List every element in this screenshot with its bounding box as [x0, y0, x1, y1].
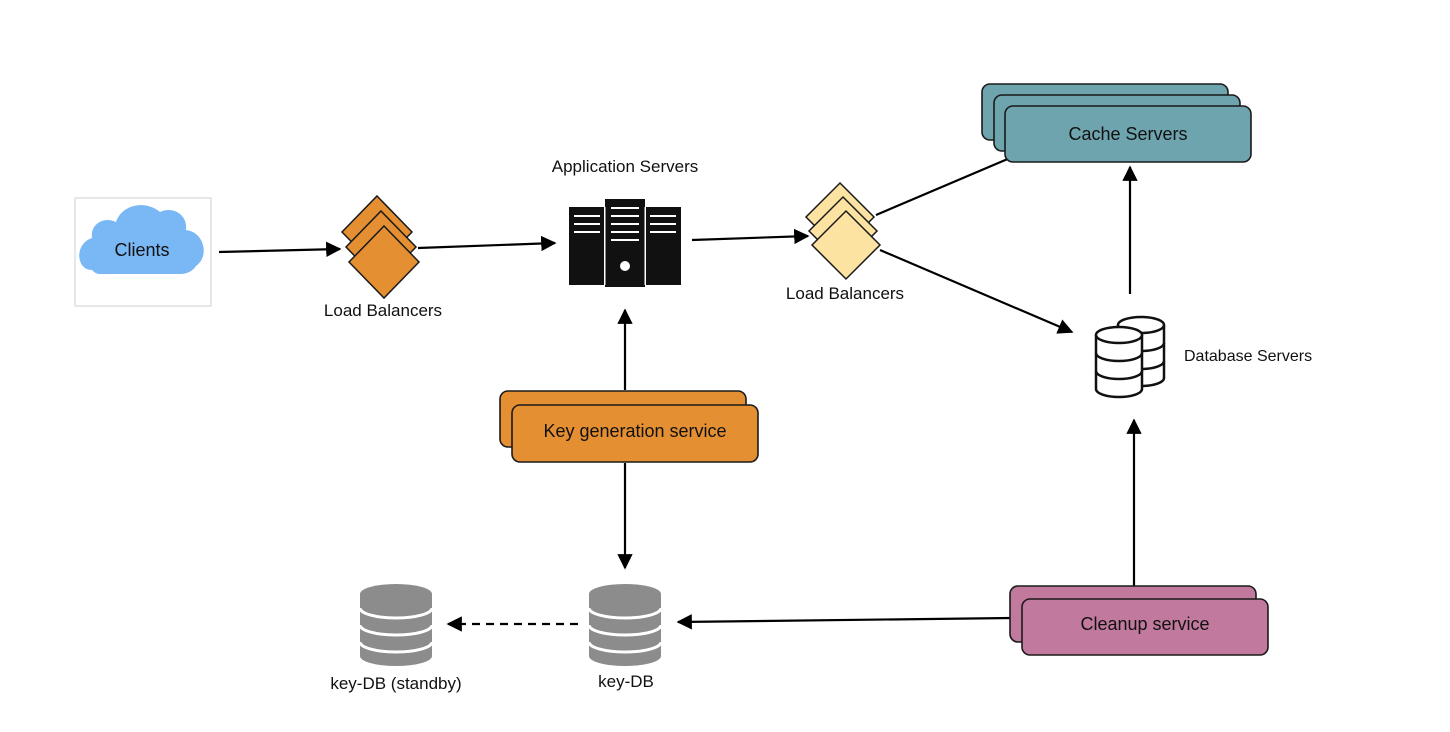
- edge-cleanup-to-key-db: [676, 614, 1013, 630]
- cache-servers-node: Cache Servers: [981, 83, 1252, 163]
- cleanup-label: Cleanup service: [1080, 614, 1209, 634]
- edge-lb-left-to-app-servers: [417, 235, 557, 252]
- cloud-icon: [79, 205, 204, 274]
- lb-right-node: Load Balancers: [786, 181, 904, 303]
- server-rack-icon: [569, 199, 681, 287]
- cache-server-card: [1004, 105, 1252, 163]
- edge-lb-right-to-cache: [875, 156, 1011, 217]
- database-servers-label: Database Servers: [1184, 348, 1312, 365]
- load-balancer-icon: [347, 224, 421, 300]
- database-icon: [587, 584, 663, 666]
- edges: [218, 156, 1142, 632]
- load-balancer-icon: [810, 209, 882, 281]
- cleanup-service-node: Cleanup service: [1009, 585, 1269, 656]
- key-db-standby-node: key-DB (standby): [330, 584, 462, 693]
- database-servers-node: Database Servers: [1094, 315, 1312, 399]
- keygen-label: Key generation service: [543, 421, 726, 441]
- edge-clients-to-lb-left: [218, 241, 342, 258]
- keygen-card: [511, 404, 759, 463]
- lb-right-label: Load Balancers: [786, 284, 904, 303]
- edge-app-servers-to-lb-right: [691, 228, 810, 245]
- key-generation-service-node: Key generation service: [499, 390, 759, 463]
- edge-lb-right-to-database: [879, 248, 1074, 334]
- key-db-label: key-DB: [598, 672, 654, 691]
- key-db-node: key-DB: [587, 584, 663, 691]
- lb-left-label: Load Balancers: [324, 301, 442, 320]
- clients-node: Clients: [74, 197, 212, 307]
- app-servers-node: Application Servers: [552, 157, 698, 287]
- cleanup-card: [1021, 598, 1269, 656]
- cache-servers-label: Cache Servers: [1068, 124, 1187, 144]
- lb-left-node: Load Balancers: [324, 194, 442, 320]
- app-servers-label: Application Servers: [552, 157, 698, 176]
- database-icon: [1094, 315, 1166, 399]
- key-db-standby-label: key-DB (standby): [330, 674, 461, 693]
- database-icon: [358, 584, 434, 666]
- clients-label: Clients: [114, 240, 169, 260]
